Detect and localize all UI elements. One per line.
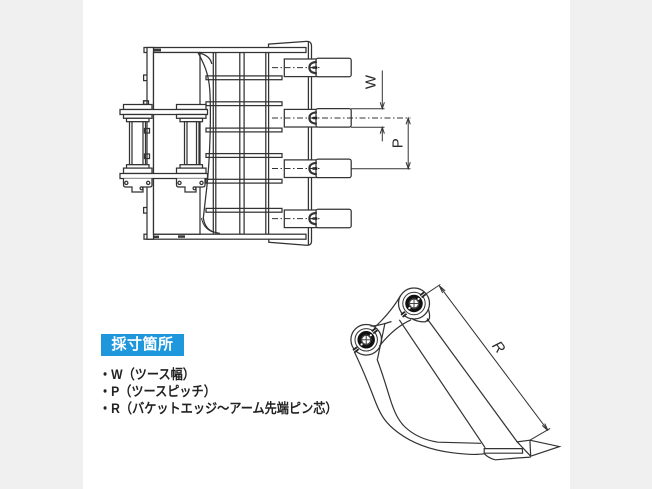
svg-text:W: W (362, 74, 379, 89)
svg-text:R: R (488, 338, 508, 357)
svg-text:P: P (389, 138, 406, 148)
